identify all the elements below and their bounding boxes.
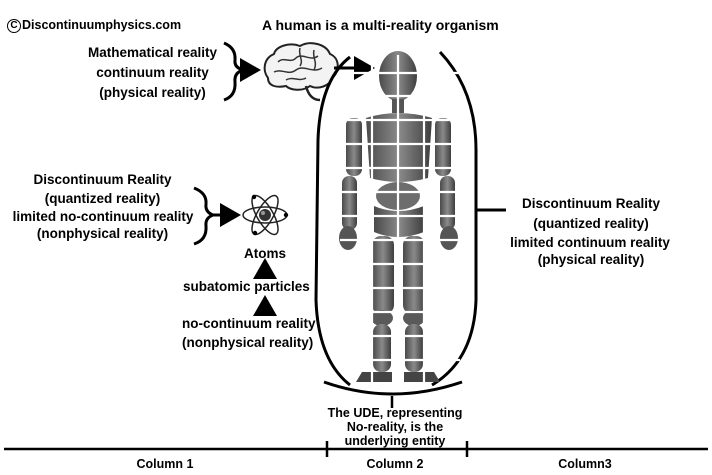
ude-label-2: No-reality, is the	[346, 420, 444, 434]
column-3-label: Column3	[558, 457, 612, 471]
brain-icon	[263, 42, 339, 102]
nocontinuum-label-1: no-continuum reality	[182, 316, 316, 331]
brain-label-3: (physical reality)	[99, 85, 206, 100]
brain-label-2: continuum reality	[96, 65, 209, 80]
column-1-label: Column 1	[136, 457, 194, 471]
body-label-2: (quantized reality)	[533, 216, 649, 231]
subatomic-label: subatomic particles	[183, 279, 310, 294]
atom-icon	[242, 194, 289, 236]
body-label-1: Discontinuum Reality	[521, 196, 661, 211]
brain-label-1: Mathematical reality	[87, 45, 218, 60]
site-name: Discontinuumphysics.com	[22, 18, 182, 32]
atom-label-4: (nonphysical reality)	[36, 226, 169, 241]
copyright-icon: C	[7, 19, 21, 33]
brain-group-bracket	[223, 41, 245, 102]
body-label-4: (physical reality)	[537, 252, 645, 267]
body-left-bracket	[314, 55, 351, 387]
mannequin-figure	[339, 51, 460, 384]
body-bottom-curve	[323, 380, 463, 396]
ude-label-1: The UDE, representing	[327, 406, 463, 420]
page-title: A human is a multi-reality organism	[262, 17, 499, 33]
atom-label-1: Discontinuum Reality	[33, 172, 172, 187]
atom-label-2: (quantized reality)	[44, 191, 161, 206]
nocontinuum-label-2: (nonphysical reality)	[182, 335, 314, 350]
ude-label-3: underlying entity	[344, 434, 446, 448]
atom-label-3: limited no-continuum reality	[12, 209, 194, 224]
body-label-3: limited continuum reality	[510, 235, 670, 250]
column-2-label: Column 2	[366, 457, 424, 471]
body-right-bracket	[431, 50, 478, 387]
atoms-label: Atoms	[243, 246, 286, 261]
